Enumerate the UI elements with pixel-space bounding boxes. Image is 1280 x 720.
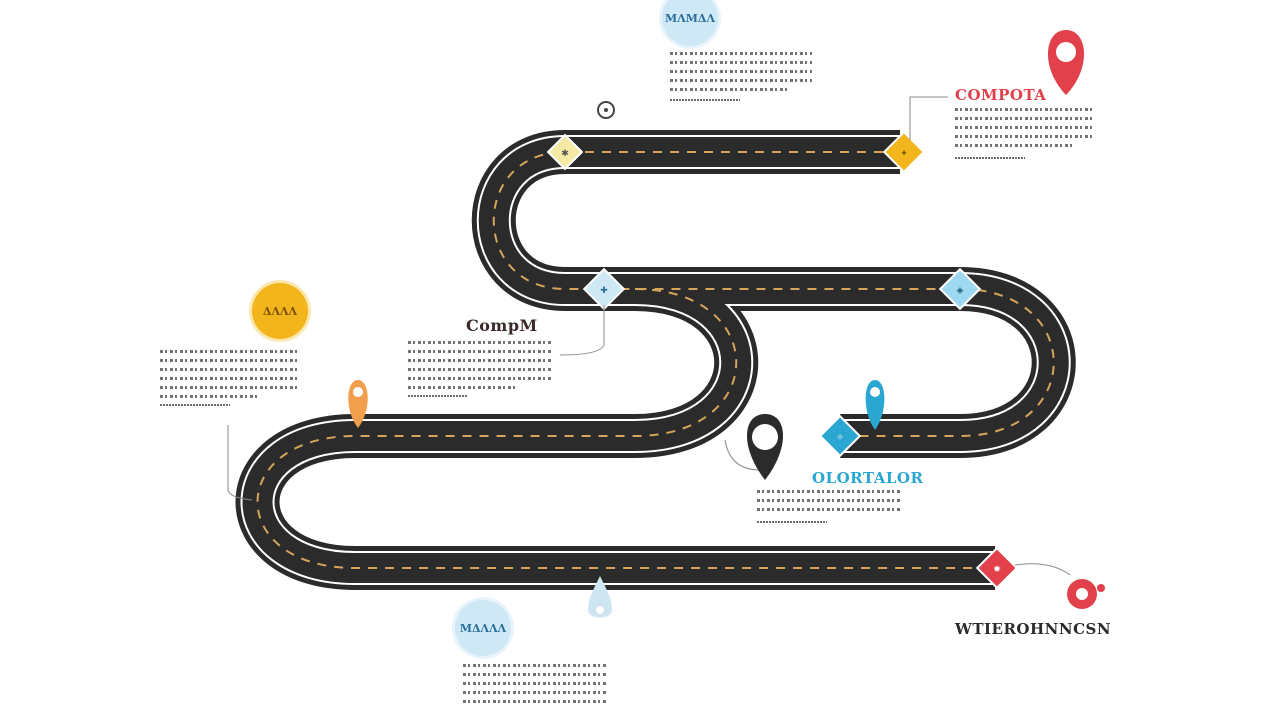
svg-text:✱: ✱ (561, 149, 569, 159)
water-drop-icon (588, 576, 612, 618)
svg-text:✧: ✧ (836, 433, 844, 443)
svg-text:✦: ✦ (900, 149, 908, 159)
text-block-bottom-right (757, 490, 900, 523)
location-pin-blue-icon (865, 380, 885, 430)
svg-text:◈: ◈ (957, 286, 964, 296)
svg-text:✚: ✚ (600, 286, 608, 296)
badge-bottom: ΜΔΛΛΛ (455, 600, 511, 656)
svg-text:✹: ✹ (993, 565, 1001, 575)
road-center-dashes (256, 151, 1055, 569)
location-pin-red-icon (1047, 30, 1085, 95)
label-finish: WTIEROHNNCSN (955, 620, 1112, 638)
text-block-top (670, 52, 812, 101)
connector-left (227, 425, 253, 501)
marker-lightblue-right: ◈ (938, 267, 982, 311)
location-pin-dark-icon (746, 414, 784, 480)
text-block-left (160, 350, 300, 406)
text-block-top-right (955, 108, 1095, 159)
label-center: CompΜ (466, 316, 538, 335)
marker-yellow-light: ✱ (546, 133, 584, 171)
badge-top: ΜΛΜΔΛ (662, 0, 718, 46)
speech-bubble-icon: ΔΛΛΛ (252, 283, 308, 339)
connector-center (559, 305, 605, 356)
connector-top-right (909, 96, 948, 140)
text-block-center (408, 341, 553, 397)
text-block-bottom (463, 664, 606, 709)
marker-red-finish: ✹ (975, 546, 1019, 590)
location-pin-orange-icon (348, 380, 368, 428)
target-icon (1067, 579, 1105, 609)
connector-finish (1014, 563, 1071, 576)
marker-lightblue-center: ✚ (582, 267, 626, 311)
road-edge-lines (240, 135, 1071, 585)
connector-blue (724, 439, 761, 471)
label-top-right: COMPOTA (955, 86, 1047, 104)
marker-blue: ✧ (818, 414, 862, 458)
gear-icon (597, 101, 615, 119)
label-bottom-right: OLORTALOR (812, 469, 924, 487)
winding-road (235, 130, 1076, 590)
marker-yellow: ✦ (882, 130, 926, 174)
road-surface (242, 137, 1069, 583)
